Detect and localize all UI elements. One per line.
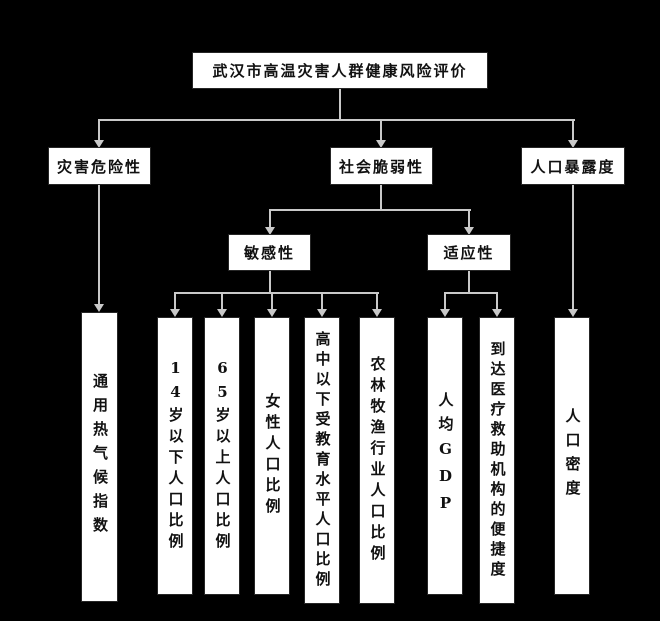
arrow-down-icon — [267, 309, 277, 317]
connector — [339, 88, 341, 121]
arrow-down-icon — [372, 309, 382, 317]
arrow-down-icon — [170, 309, 180, 317]
arrow-down-icon — [568, 309, 578, 317]
connector — [468, 209, 470, 228]
indicator-medical-access: 到达医疗救助机构的便捷度 — [479, 317, 515, 604]
arrow-down-icon — [440, 309, 450, 317]
connector — [174, 292, 379, 294]
arrow-down-icon — [94, 304, 104, 312]
arrow-down-icon — [376, 140, 386, 148]
node-population-exposure: 人口暴露度 — [521, 147, 625, 185]
connector — [174, 292, 176, 310]
arrow-down-icon — [568, 140, 578, 148]
indicator-agriculture-ratio: 农林牧渔行业人口比例 — [359, 317, 395, 604]
connector — [98, 119, 100, 141]
indicator-over-65-ratio: 65岁以上人口比例 — [204, 317, 240, 595]
indicator-population-density: 人口密度 — [554, 317, 590, 595]
connector — [376, 292, 378, 310]
indicator-low-education-ratio: 高中以下受教育水平人口比例 — [304, 317, 340, 604]
connector — [380, 184, 382, 211]
connector — [98, 119, 575, 121]
connector — [496, 292, 498, 310]
connector — [271, 292, 273, 310]
connector — [221, 292, 223, 310]
arrow-down-icon — [217, 309, 227, 317]
node-adaptability: 适应性 — [427, 234, 511, 271]
indicator-utci: 通用热气候指数 — [81, 312, 118, 602]
indicator-gdp-per-capita: 人均GDP — [427, 317, 463, 595]
connector — [269, 209, 271, 228]
connector — [98, 184, 100, 305]
connector — [321, 292, 323, 310]
arrow-down-icon — [265, 227, 275, 235]
indicator-under-14-ratio: 14岁以下人口比例 — [157, 317, 193, 595]
node-root: 武汉市高温灾害人群健康风险评价 — [192, 52, 488, 89]
arrow-down-icon — [317, 309, 327, 317]
connector — [269, 209, 471, 211]
connector — [269, 270, 271, 294]
node-disaster-hazard: 灾害危险性 — [48, 147, 151, 185]
arrow-down-icon — [94, 140, 104, 148]
node-sensitivity: 敏感性 — [228, 234, 311, 271]
connector — [444, 292, 498, 294]
indicator-female-ratio: 女性人口比例 — [254, 317, 290, 595]
connector — [572, 119, 574, 141]
connector — [468, 270, 470, 294]
connector — [380, 119, 382, 141]
arrow-down-icon — [464, 227, 474, 235]
node-social-vulnerability: 社会脆弱性 — [330, 147, 433, 185]
connector — [572, 184, 574, 310]
arrow-down-icon — [492, 309, 502, 317]
connector — [444, 292, 446, 310]
